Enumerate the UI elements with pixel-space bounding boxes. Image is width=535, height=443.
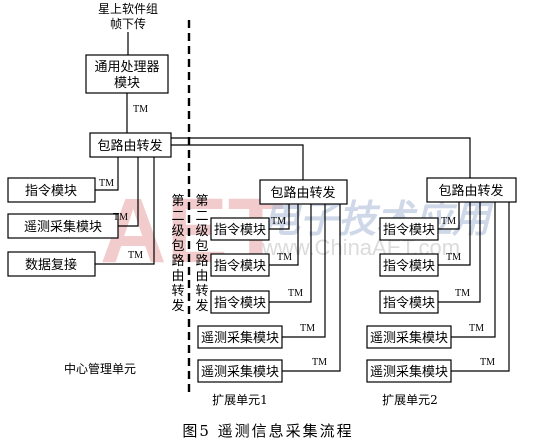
svg-text:遥测采集模块: 遥测采集模块 — [370, 364, 448, 380]
ext1-telemetry-module-2: 遥测采集模块 — [197, 359, 283, 383]
tm-label: TM — [312, 357, 327, 368]
link-ext2-cmd2 — [438, 202, 471, 266]
svg-text:包: 包 — [195, 239, 208, 254]
tm-label: TM — [133, 104, 148, 115]
svg-text:发: 发 — [195, 298, 208, 314]
second-level-label-right: 第 二 级 包 路 由 转 发 — [195, 194, 208, 314]
center-cmd-label: 指令模块 — [25, 184, 77, 199]
svg-text:指令模块: 指令模块 — [214, 223, 266, 238]
link-center-telemetry — [118, 157, 139, 227]
svg-text:级: 级 — [171, 224, 184, 239]
svg-text:转: 转 — [195, 284, 208, 299]
svg-text:转: 转 — [171, 284, 184, 299]
ext2-unit-label: 扩展单元2 — [382, 393, 438, 407]
link-ext2-telemetry2 — [451, 202, 510, 372]
svg-text:第: 第 — [195, 194, 208, 209]
tm-label: TM — [441, 216, 456, 227]
ext1-cmd-module-2: 指令模块 — [210, 253, 270, 277]
svg-text:指令模块: 指令模块 — [383, 296, 435, 311]
link-router-ext2 — [171, 137, 471, 178]
ext1-unit-label: 扩展单元1 — [212, 393, 268, 407]
tm-label: TM — [480, 357, 495, 368]
general-processor-line1: 通用处理器 — [94, 60, 159, 75]
link-center-cmd — [95, 157, 119, 191]
link-router-ext1 — [171, 144, 304, 180]
svg-text:路: 路 — [171, 253, 184, 269]
svg-text:路: 路 — [195, 253, 208, 269]
ext1-telemetry-module-1: 遥测采集模块 — [197, 325, 283, 349]
svg-text:由: 由 — [171, 269, 184, 284]
svg-text:第: 第 — [171, 194, 184, 209]
link-ext1-cmd3 — [269, 204, 312, 303]
top-label-line2: 帧下传 — [110, 16, 146, 31]
ext2-router-label: 包路由转发 — [438, 183, 503, 199]
svg-text:指令模块: 指令模块 — [383, 223, 435, 238]
link-ext1-cmd1 — [269, 204, 290, 230]
link-ext2-telemetry1 — [451, 202, 496, 338]
ext1-cmd-module-1: 指令模块 — [210, 217, 270, 241]
ext2-telemetry-module-1: 遥测采集模块 — [366, 325, 452, 349]
center-telemetry-module: 遥测采集模块 — [7, 213, 119, 239]
ext2-cmd-module-3: 指令模块 — [379, 290, 439, 314]
tm-label: TM — [99, 178, 114, 189]
link-ext1-telemetry2 — [282, 204, 341, 372]
link-ext2-cmd3 — [438, 202, 481, 303]
ext1-router-box: 包路由转发 — [259, 179, 348, 205]
link-ext1-cmd2 — [269, 204, 299, 266]
ext2-telemetry-module-2: 遥测采集模块 — [366, 359, 452, 383]
tm-label: TM — [271, 216, 286, 227]
svg-text:遥测采集模块: 遥测采集模块 — [201, 364, 279, 380]
link-ext1-telemetry1 — [282, 204, 326, 338]
tm-label: TM — [113, 212, 128, 223]
center-multiplex-module: 数据复接 — [7, 251, 96, 277]
ext2-cmd-module-2: 指令模块 — [379, 253, 439, 277]
main-router-label: 包路由转发 — [97, 138, 162, 154]
second-level-label-left: 第 二 级 包 路 由 转 发 — [171, 194, 184, 314]
center-unit-label: 中心管理单元 — [64, 361, 136, 376]
center-multiplex-label: 数据复接 — [25, 257, 77, 273]
svg-text:由: 由 — [195, 269, 208, 284]
general-processor-line2: 模块 — [114, 76, 140, 91]
svg-text:包: 包 — [171, 239, 184, 254]
svg-text:指令模块: 指令模块 — [383, 259, 435, 274]
svg-text:遥测采集模块: 遥测采集模块 — [201, 330, 279, 346]
tm-label: TM — [277, 252, 292, 263]
svg-text:遥测采集模块: 遥测采集模块 — [370, 330, 448, 346]
general-processor-box: 通用处理器 模块 — [85, 54, 169, 94]
svg-text:二: 二 — [171, 209, 184, 224]
svg-text:发: 发 — [171, 298, 184, 314]
tm-label: TM — [300, 323, 315, 334]
figure-caption: 图5 遥测信息采集流程 — [182, 422, 353, 440]
tm-label: TM — [455, 288, 470, 299]
ext2-cmd-module-1: 指令模块 — [379, 217, 439, 241]
tm-label: TM — [128, 250, 143, 261]
tm-label: TM — [469, 323, 484, 334]
ext2-router-box: 包路由转发 — [426, 177, 517, 203]
ext1-cmd-module-3: 指令模块 — [210, 290, 270, 314]
svg-text:指令模块: 指令模块 — [214, 259, 266, 274]
main-router-box: 包路由转发 — [89, 132, 172, 158]
center-telemetry-label: 遥测采集模块 — [24, 219, 102, 235]
svg-text:级: 级 — [195, 224, 208, 239]
top-label-line1: 星上软件组 — [98, 2, 158, 16]
link-ext2-cmd1 — [438, 202, 460, 230]
svg-text:二: 二 — [195, 209, 208, 224]
ext1-router-label: 包路由转发 — [270, 185, 335, 201]
link-center-multiplex — [95, 157, 155, 265]
tm-label: TM — [446, 252, 461, 263]
tm-label: TM — [288, 288, 303, 299]
center-cmd-module: 指令模块 — [7, 177, 96, 203]
svg-text:指令模块: 指令模块 — [214, 296, 266, 311]
